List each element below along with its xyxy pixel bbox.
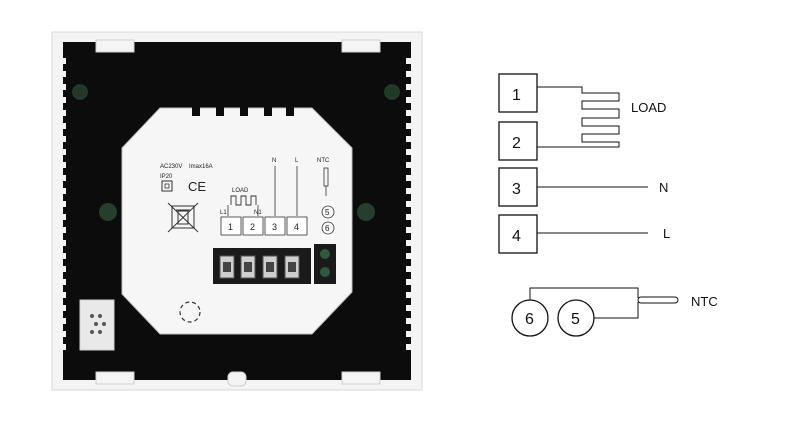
- vent-slot: [58, 305, 66, 311]
- vent-slot: [406, 123, 414, 129]
- device-ntc-label: NTC: [317, 158, 330, 164]
- vent-slot: [58, 188, 66, 194]
- ntc-terminal-5-label: 5: [571, 311, 580, 328]
- vent-slot: [406, 344, 414, 350]
- ntc-sensor-wires: [529, 287, 639, 319]
- ntc-terminal-6-label: 6: [525, 311, 534, 328]
- wiring-n-label: N: [659, 180, 668, 195]
- vent-slot: [406, 318, 414, 324]
- ce-mark: CE: [188, 179, 206, 194]
- cable-knockout: [179, 301, 201, 323]
- vent-slot: [58, 110, 66, 116]
- power-rating: AC230V: [160, 164, 182, 170]
- ntc-sensor-icon: [323, 167, 329, 196]
- right-vent-slots: [406, 58, 414, 350]
- vent-slot: [58, 58, 66, 64]
- vent-slot: [406, 266, 414, 272]
- ip-rating: IP20: [160, 174, 173, 180]
- terminal-screws: [219, 255, 300, 279]
- vent-slot: [58, 97, 66, 103]
- ntc-terminal-5: [557, 299, 595, 337]
- device-ntc-terminal-6: 6: [325, 224, 330, 233]
- vent-slot: [406, 58, 414, 64]
- vent-slot: [58, 201, 66, 207]
- wiring-box-3-label: 3: [512, 181, 521, 198]
- vent-slot: [406, 227, 414, 233]
- vent-slot: [406, 84, 414, 90]
- vent-slot: [58, 240, 66, 246]
- wiring-l-label: L: [663, 226, 670, 241]
- vent-slot: [406, 97, 414, 103]
- ntc-connector: [314, 244, 336, 284]
- vent-slot: [406, 201, 414, 207]
- vent-slot: [58, 175, 66, 181]
- vent-slot: [406, 305, 414, 311]
- vent-slot: [58, 318, 66, 324]
- vent-slot: [58, 279, 66, 285]
- screw-post-mid-right: [357, 203, 375, 221]
- wiring-box-1-label: 1: [512, 87, 521, 104]
- wiring-load-label: LOAD: [631, 100, 666, 115]
- vent-slot: [58, 344, 66, 350]
- load-heating-element: [537, 86, 620, 148]
- vent-slot: [58, 292, 66, 298]
- vent-slot: [406, 136, 414, 142]
- vent-slot: [58, 71, 66, 77]
- device-l-label: L: [295, 158, 299, 164]
- vent-slot: [406, 71, 414, 77]
- vent-slot: [58, 136, 66, 142]
- device-ntc-terminal-5: 5: [325, 208, 330, 217]
- vent-slot: [406, 279, 414, 285]
- wiring-box-2: [498, 121, 538, 161]
- vent-slot: [406, 292, 414, 298]
- device-n1-label: N1: [254, 210, 262, 216]
- vent-slot: [58, 253, 66, 259]
- vent-slot: [58, 331, 66, 337]
- device-terminal-3: 3: [272, 222, 277, 232]
- device-n-label: N: [272, 158, 276, 164]
- current-rating: Imax16A: [189, 164, 213, 170]
- vent-slot: [58, 84, 66, 90]
- device-terminal-4: 4: [294, 222, 299, 232]
- left-vent-slots: [58, 58, 66, 350]
- wiring-box-2-label: 2: [512, 135, 521, 152]
- ntc-terminal-6: [511, 299, 549, 337]
- vent-slot: [406, 331, 414, 337]
- vent-slot: [406, 110, 414, 116]
- weee-crossed-bin-icon: [167, 202, 199, 233]
- vent-slot: [58, 227, 66, 233]
- vent-slot: [406, 149, 414, 155]
- vent-slot: [406, 240, 414, 246]
- vent-slot: [58, 149, 66, 155]
- vent-slot: [58, 123, 66, 129]
- vent-slot: [406, 175, 414, 181]
- wiring-box-4-label: 4: [512, 228, 521, 245]
- vent-slot: [58, 162, 66, 168]
- wiring-ntc-label: NTC: [691, 294, 718, 309]
- vent-slot: [58, 266, 66, 272]
- screw-post-top-right: [384, 84, 400, 100]
- device-l1-label: L1: [220, 210, 227, 216]
- device-terminal-2: 2: [250, 222, 255, 232]
- screw-post-top-left: [72, 84, 88, 100]
- device-terminal-1: 1: [228, 222, 233, 232]
- thermostat-back-view: AC230V Imax16A IP20 CE LOAD L1 N1 N L NT…: [51, 31, 423, 391]
- vent-slot: [58, 214, 66, 220]
- wiring-box-4: [498, 214, 538, 254]
- ntc-probe-icon: [637, 296, 679, 304]
- wiring-box-3: [498, 167, 538, 207]
- device-load-label: LOAD: [232, 188, 249, 194]
- vent-slot: [406, 214, 414, 220]
- vent-slot: [406, 253, 414, 259]
- vent-slot: [406, 188, 414, 194]
- vent-slot: [406, 162, 414, 168]
- wiring-box-1: [498, 73, 538, 113]
- heating-load-icon: [230, 195, 257, 206]
- terminal-number-row: [220, 216, 308, 236]
- double-insulation-icon: [161, 180, 173, 192]
- screw-post-mid-left: [99, 203, 117, 221]
